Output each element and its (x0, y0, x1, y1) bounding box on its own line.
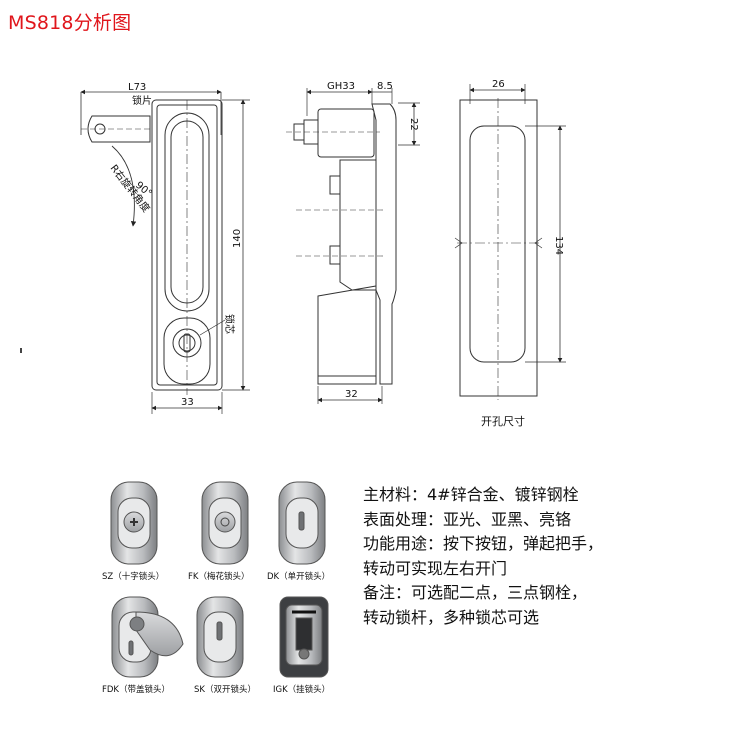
note-line: 备注：可选配二点，三点钢栓， (363, 583, 588, 602)
variant-label-igk: IGK（挂锁头） (273, 685, 331, 695)
dim-26: 26 (492, 79, 505, 90)
note-line: 转动锁杆，多种锁芯可选 (363, 607, 540, 627)
spec-notes: 主材料：4#锌合金、镀锌钢栓 表面处理：亚光、亚黑、亮铬 功能用途：按下按钮，弹… (363, 483, 733, 630)
tongue-label: 锁片 (132, 94, 152, 107)
dim-l73: L73 (128, 82, 146, 93)
variant-label-sz: SZ（十字锁头） (102, 572, 165, 582)
dim-8-5: 8.5 (377, 81, 393, 92)
variant-fdk (111, 596, 184, 678)
variant-sz (110, 481, 158, 565)
core-label: 锁芯 (223, 314, 236, 334)
note-line: 主材料：4#锌合金、镀锌钢栓 (363, 485, 579, 504)
stray-mark (20, 348, 22, 353)
variant-igk (279, 596, 329, 678)
front-view (80, 89, 250, 414)
cutout-caption: 开孔尺寸 (481, 415, 525, 428)
dim-gh33: GH33 (327, 81, 355, 92)
dim-33: 33 (181, 397, 194, 408)
note-line: 转动可实现左右开门 (363, 558, 508, 578)
variant-fk (201, 481, 249, 565)
variant-label-fk: FK（梅花锁头） (188, 572, 250, 582)
dim-134: 134 (553, 236, 564, 255)
dim-22: 22 (408, 118, 419, 131)
variant-label-sk: SK（双开锁头） (194, 685, 256, 695)
note-line: 功能用途：按下按钮，弹起把手， (363, 534, 604, 553)
cutout-view (454, 84, 566, 400)
dim-32: 32 (345, 389, 358, 400)
page-title: MS818分析图 (8, 12, 132, 34)
variant-sk (196, 596, 244, 678)
variant-label-dk: DK（单开锁头） (267, 572, 331, 582)
side-view (286, 88, 420, 404)
dim-140: 140 (232, 229, 243, 248)
variant-dk (278, 481, 326, 565)
note-line: 表面处理：亚光、亚黑、亮铬 (363, 509, 572, 529)
variant-label-fdk: FDK（带盖锁头） (102, 685, 171, 695)
